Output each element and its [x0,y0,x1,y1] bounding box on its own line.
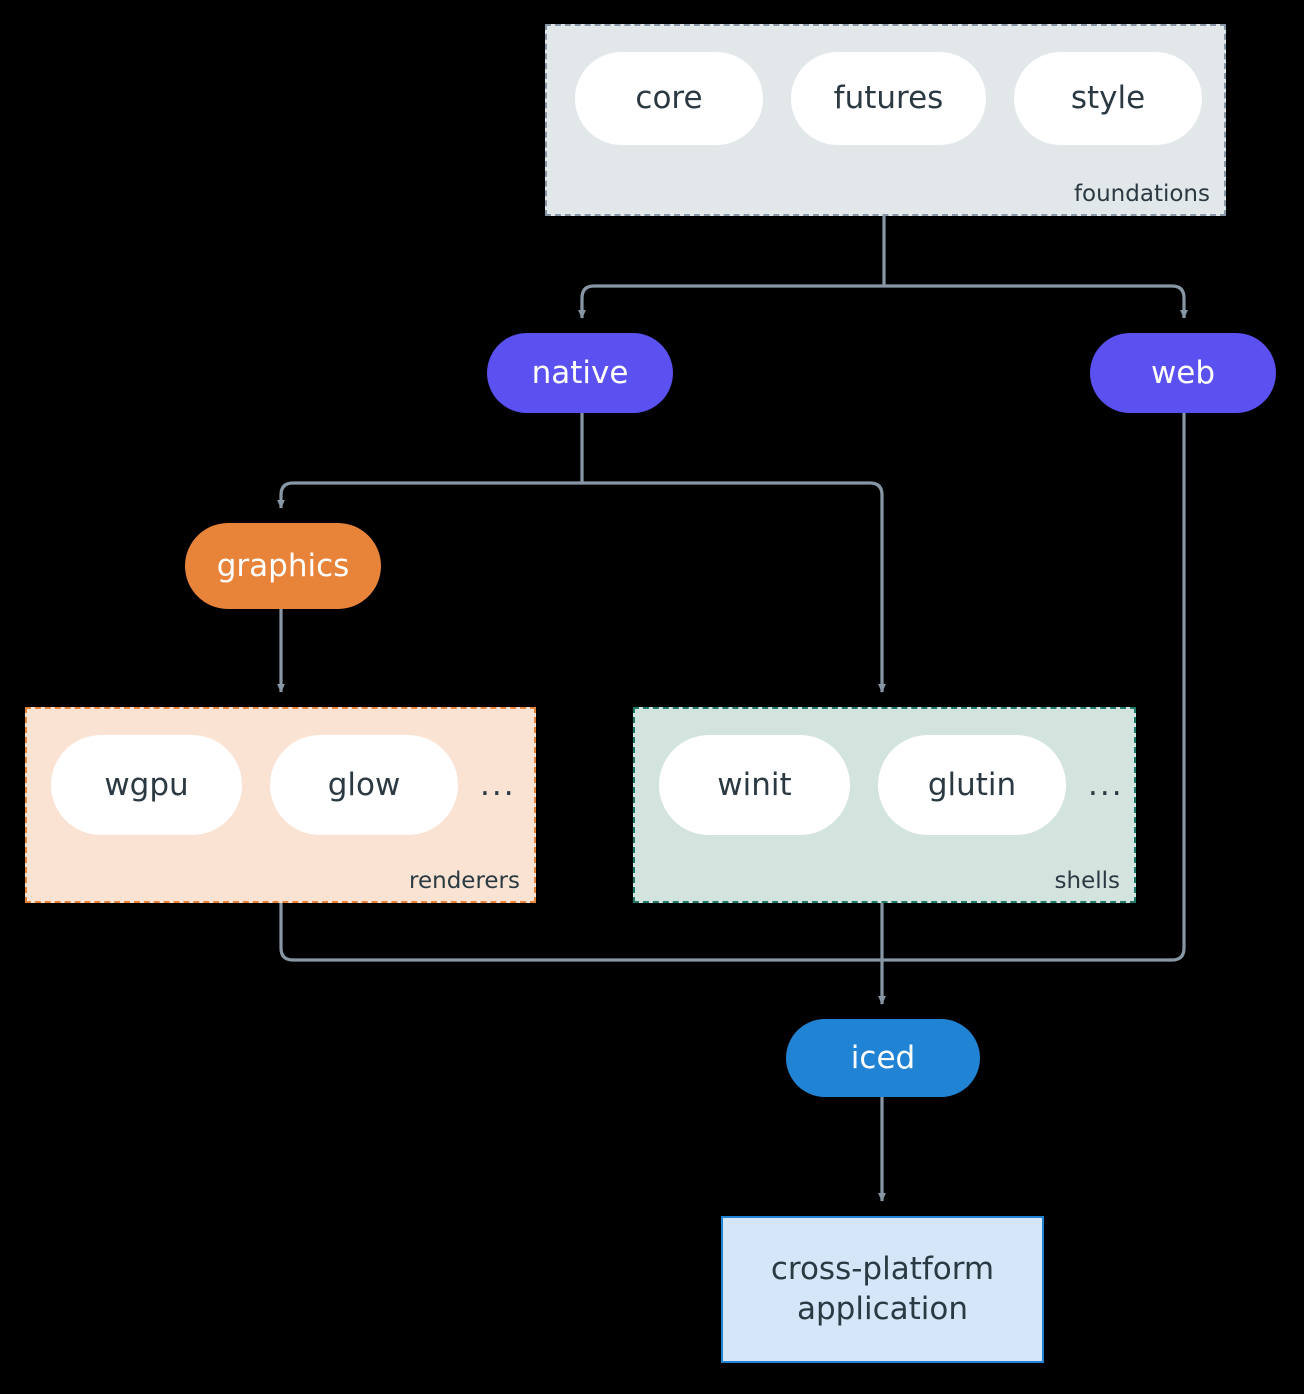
cluster-renderers-label: renderers [409,868,520,894]
node-futures[interactable]: futures [791,52,986,145]
node-application-label-line1: cross-platform [770,1250,995,1287]
node-native-label: native [531,354,629,391]
edge-foundations-to-web [884,284,1188,319]
node-glutin[interactable]: glutin [878,735,1066,835]
node-glutin-label: glutin [927,766,1017,803]
node-graphics[interactable]: graphics [185,523,381,609]
node-native[interactable]: native [487,333,673,413]
cluster-shells-label: shells [1054,868,1120,894]
node-wgpu-label: wgpu [104,766,189,803]
node-glow[interactable]: glow [270,735,458,835]
node-iced[interactable]: iced [786,1019,980,1097]
cluster-shells-children: winit glutin ... [659,735,1124,835]
node-winit[interactable]: winit [659,735,850,835]
node-iced-label: iced [850,1039,916,1076]
node-core-label: core [635,80,703,116]
cluster-renderers-children: wgpu glow ... [51,735,516,835]
node-winit-label: winit [717,766,792,803]
cluster-renderers: wgpu glow ... renderers [25,707,536,903]
cluster-foundations-children: core futures style [575,52,1202,145]
renderers-ellipsis: ... [480,766,516,803]
node-glow-label: glow [327,766,401,803]
node-application[interactable]: cross-platform application [721,1216,1044,1363]
node-futures-label: futures [833,80,944,116]
node-web[interactable]: web [1090,333,1276,413]
edge-native-to-graphics [277,481,582,509]
node-style[interactable]: style [1014,52,1202,145]
node-application-label-line2: application [797,1290,968,1327]
cluster-foundations-label: foundations [1073,181,1210,207]
node-core[interactable]: core [575,52,763,145]
node-style-label: style [1070,80,1146,116]
node-graphics-label: graphics [216,547,350,584]
cluster-foundations: core futures style foundations [545,24,1226,216]
edge-foundations-to-native [578,284,884,319]
node-wgpu[interactable]: wgpu [51,735,242,835]
cluster-shells: winit glutin ... shells [633,707,1136,903]
edge-native-to-shells [582,481,886,693]
shells-ellipsis: ... [1088,766,1124,803]
edge-renderers-to-iced [279,903,882,962]
node-web-label: web [1150,354,1216,391]
